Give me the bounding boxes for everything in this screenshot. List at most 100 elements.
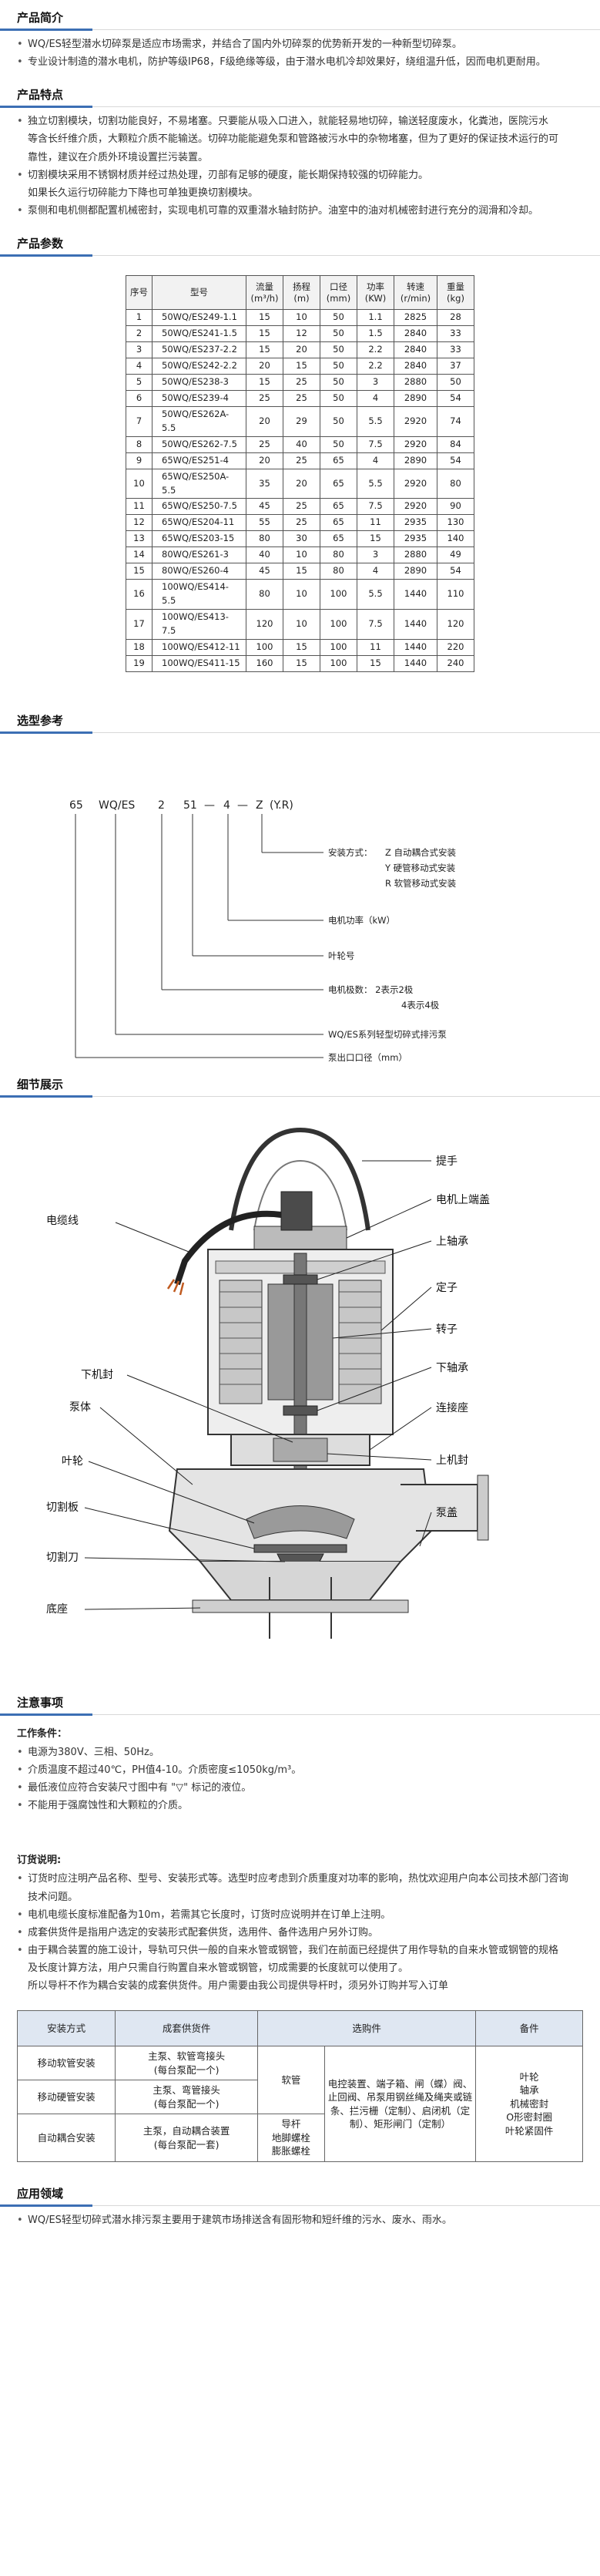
motor-poles-4: 4表示4极 xyxy=(401,1000,440,1011)
install-label: 安装方式： xyxy=(328,847,373,858)
table-cell: 35 xyxy=(246,468,283,499)
table-cell: 2.2 xyxy=(357,341,394,359)
section-selection-header: 选型参考 xyxy=(0,706,600,735)
list-item: 由于耦合装置的施工设计，导轨可只供一般的自来水管或钢管，我们在前面已经提供了用作… xyxy=(17,1943,583,1959)
table-cell: 55 xyxy=(246,514,283,532)
table-cell: 15 xyxy=(283,563,320,580)
table-cell: 50WQ/ES239-4 xyxy=(152,390,246,408)
model-code-svg: 65 WQ/ES 2 51 — 4 — Z (Y.R) 安装方式： Z 自 xyxy=(69,799,457,1063)
table-cell: 25 xyxy=(246,435,283,453)
table-cell: 65WQ/ES204-11 xyxy=(152,514,246,532)
list-item: WQ/ES轻型切碎式潜水排污泵主要用于建筑市场排送含有固形物和短纤维的污水、废水… xyxy=(17,2213,583,2228)
table-cell: 25 xyxy=(283,452,320,469)
notes-block: 工作条件： 电源为380V、三相、50Hz。 介质温度不超过40℃，PH值4-1… xyxy=(0,1717,600,2000)
table-cell: 90 xyxy=(437,498,474,516)
label-cutting-plate: 切割板 xyxy=(46,1501,79,1514)
list-item: 泵侧和电机侧都配置机械密封，实现电机可靠的双重潜水轴封防护。油室中的油对机械密封… xyxy=(17,203,583,219)
table-cell: 15 xyxy=(283,654,320,672)
table-cell: 65 xyxy=(320,452,357,469)
table-cell: 16 xyxy=(126,579,153,610)
table-cell: 2920 xyxy=(394,468,437,499)
table-cell: 80 xyxy=(320,546,357,564)
section-features-header: 产品特点 xyxy=(0,80,600,109)
table-cell: 110 xyxy=(437,579,474,610)
table-cell: 40 xyxy=(246,546,283,564)
table-cell: 15 xyxy=(246,341,283,359)
table-cell: 15 xyxy=(357,654,394,672)
code-part: WQ/ES xyxy=(99,799,135,812)
table-cell: 5.5 xyxy=(357,579,394,610)
label-connector: 连接座 xyxy=(436,1401,468,1414)
outlet-label: 泵出口口径（mm） xyxy=(328,1052,407,1063)
section-intro-header: 产品简介 xyxy=(0,3,600,32)
code-part: — xyxy=(237,799,248,812)
label-base: 底座 xyxy=(46,1603,68,1616)
divider xyxy=(0,254,600,257)
table-cell: 33 xyxy=(437,325,474,343)
cable-gland xyxy=(280,1191,313,1231)
table-cell: 50WQ/ES262-7.5 xyxy=(152,435,246,453)
section-title: 产品特点 xyxy=(17,88,64,103)
table-cell: 25 xyxy=(283,374,320,392)
table-cell: 5 xyxy=(126,374,153,392)
table-cell: 100WQ/ES412-11 xyxy=(152,638,246,656)
table-cell: 15 xyxy=(126,563,153,580)
list-item: 专业设计制造的潜水电机，防护等级IP68，F级绝缘等级，由于潜水电机冷却效果好，… xyxy=(17,55,583,70)
table-cell: 4 xyxy=(126,358,153,375)
table-cell: 20 xyxy=(283,341,320,359)
table-cell: 100 xyxy=(320,579,357,610)
table-cell: 11 xyxy=(357,514,394,532)
table-cell: 1.1 xyxy=(357,309,394,327)
section-params-header: 产品参数 xyxy=(0,229,600,258)
list-item: 订货时应注明产品名称、型号、安装形式等。选型时应考虑到介质重度对功率的影响，热忱… xyxy=(17,1871,583,1887)
list-item: 靠性，建议在介质外环境设置拦污装置。 xyxy=(28,151,209,163)
list-item: 等含长纤维介质，大颗粒介质不能输送。切碎功能能避免泵和管路被污水中的杂物堵塞，但… xyxy=(28,133,559,146)
table-cell: 50 xyxy=(320,341,357,359)
impeller-number-label: 叶轮号 xyxy=(328,950,355,961)
table-cell: 49 xyxy=(437,546,474,564)
table-cell: 主泵、弯管接头 (每台泵配一个) xyxy=(115,2080,259,2115)
motor-power-label: 电机功率（kW） xyxy=(328,915,395,926)
table-header-row: 安装方式 成套供货件 选购件 备件 xyxy=(16,2010,583,2047)
table-cell: 74 xyxy=(437,406,474,437)
table-cell: 2880 xyxy=(394,546,437,564)
table-cell: 65 xyxy=(320,468,357,499)
table-cell: 6 xyxy=(126,390,153,408)
intro-list: WQ/ES轻型潜水切碎泵是适应市场需求，并结合了国内外切碎泵的优势新开发的一种新… xyxy=(0,32,600,77)
label-pump-body: 泵体 xyxy=(69,1401,91,1414)
code-part: 51 xyxy=(183,799,197,812)
label-impeller: 叶轮 xyxy=(62,1455,83,1468)
table-cell: 65WQ/ES250-7.5 xyxy=(152,498,246,516)
table-row: 自动耦合安装 主泵，自动耦合装置 (每台泵配一套) 导杆 地脚螺栓 膨胀螺栓 xyxy=(16,2114,583,2162)
table-cell: 4 xyxy=(357,452,394,469)
header-cell: 重量 (kg) xyxy=(437,275,474,311)
table-cell: 45 xyxy=(246,498,283,516)
order-table-wrap: 安装方式 成套供货件 选购件 备件 移动软管安装 主泵、软管弯接头 (每台泵配一… xyxy=(0,1999,600,2176)
section-detail-header: 细节展示 xyxy=(0,1070,600,1099)
table-cell: 1440 xyxy=(394,638,437,656)
page: 产品简介 WQ/ES轻型潜水切碎泵是适应市场需求，并结合了国内外切碎泵的优势新开… xyxy=(0,3,600,2235)
table-cell: 80 xyxy=(320,563,357,580)
divider xyxy=(0,731,600,734)
table-cell: 20 xyxy=(283,468,320,499)
motor-poles-label: 电机极数： 2表示2极 xyxy=(328,984,414,995)
table-cell: 4 xyxy=(357,390,394,408)
table-cell: 3 xyxy=(126,341,153,359)
table-cell: 100 xyxy=(320,609,357,640)
table-cell: 自动耦合安装 xyxy=(16,2114,116,2162)
list-item: 技术问题。 xyxy=(28,1891,79,1903)
table-cell: 2920 xyxy=(394,498,437,516)
table-cell: 3 xyxy=(357,546,394,564)
table-row: 移动软管安装 主泵、软管弯接头 (每台泵配一个) 软管 电控装置、端子箱、闸（蝶… xyxy=(16,2046,583,2162)
label-cutter: 切割刀 xyxy=(46,1551,79,1564)
table-cell: 移动软管安装 xyxy=(16,2046,116,2081)
install-y: Y 硬管移动式安装 xyxy=(384,863,456,873)
table-cell: 移动硬管安装 xyxy=(16,2080,116,2115)
table-cell: 软管 xyxy=(257,2046,325,2115)
divider xyxy=(0,106,600,109)
label-rotor: 转子 xyxy=(436,1323,458,1336)
